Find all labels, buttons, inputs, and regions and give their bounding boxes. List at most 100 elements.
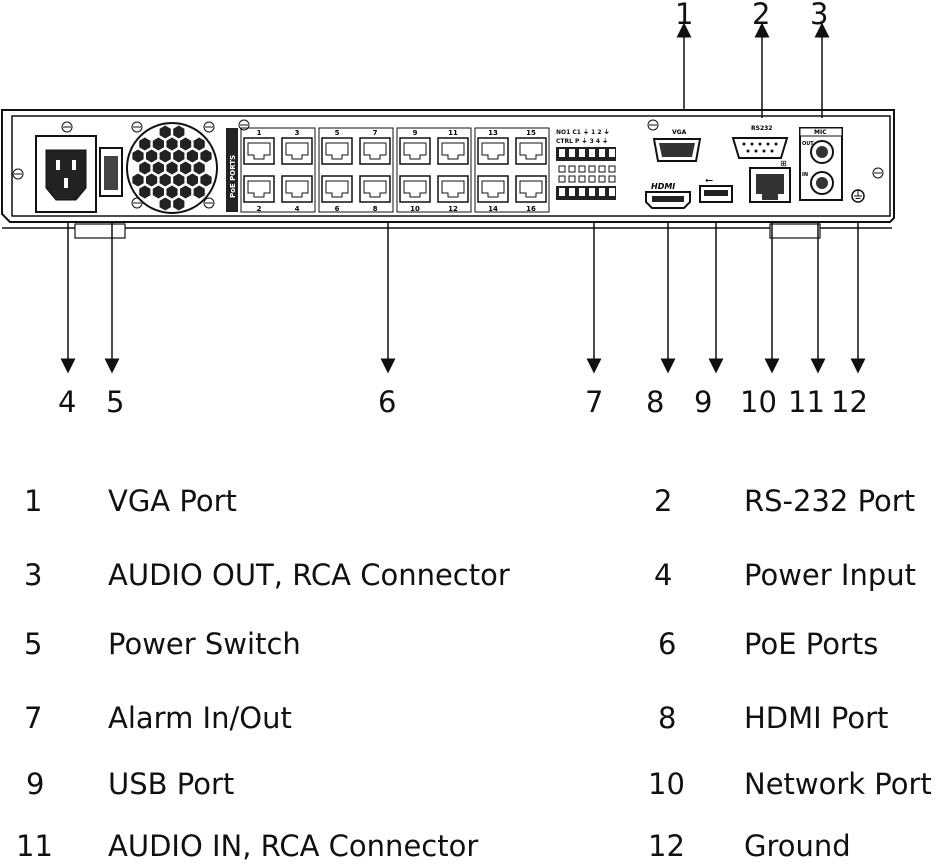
legend-text: Alarm In/Out (108, 701, 292, 735)
poe-port[interactable] (399, 137, 431, 165)
fan-hex-cell (146, 173, 158, 187)
poe-port-number: 13 (488, 129, 498, 137)
poe-port[interactable] (281, 175, 313, 203)
screw-icon (203, 121, 215, 133)
alarm-terminal-pin (609, 188, 615, 196)
alarm-terminal-screw (578, 175, 586, 183)
fan-hex-cell (146, 149, 158, 163)
fan-hex-cell (180, 185, 192, 199)
callout-2: 2 (752, 0, 771, 31)
fan-hex-cell (152, 161, 164, 175)
poe-port[interactable] (359, 175, 391, 203)
poe-ports-title: PoE PORTS (229, 155, 237, 198)
fan-hex-cell (166, 161, 178, 175)
poe-port-number: 16 (526, 205, 536, 213)
alarm-terminal-pin (569, 188, 575, 196)
mic-label: MIC (814, 129, 827, 136)
poe-port[interactable] (321, 137, 353, 165)
callout-5: 5 (106, 385, 125, 419)
callout-12: 12 (831, 385, 868, 419)
poe-port[interactable] (477, 175, 509, 203)
poe-port[interactable] (399, 175, 431, 203)
alarm-terminal-pin (589, 188, 595, 196)
screw-icon (238, 119, 250, 131)
fan-hex-cell (159, 125, 171, 139)
legend-text: USB Port (108, 767, 235, 801)
rs232-label: RS232 (751, 125, 772, 132)
alarm-terminal-screw (558, 175, 566, 183)
poe-port-number: 3 (295, 129, 300, 137)
screw-icon (12, 168, 24, 180)
fan-hex-cell (132, 149, 144, 163)
poe-port-number: 11 (448, 129, 458, 137)
poe-port[interactable] (359, 137, 391, 165)
legend-num: 10 (648, 767, 685, 801)
poe-port-number: 1 (257, 129, 262, 137)
poe-port[interactable] (281, 137, 313, 165)
fan-hex-cell (173, 149, 185, 163)
legend-text: AUDIO IN, RCA Connector (108, 829, 479, 863)
legend-num: 6 (658, 627, 677, 661)
legend-num: 1 (24, 484, 43, 518)
alarm-io-block[interactable]: NO1 C1 ⏚ 1 2 ⏚ CTRL P ⏚ 3 4 ⏚ (556, 129, 616, 200)
screw-icon (872, 167, 884, 179)
power-switch[interactable] (99, 147, 123, 197)
alarm-terminal-pin (599, 188, 605, 196)
fan-hex-cell (139, 161, 151, 175)
legend-num: 9 (26, 767, 45, 801)
callout-10: 10 (740, 385, 777, 419)
fan-hex-cell (186, 173, 198, 187)
fan-hex-cell (173, 125, 185, 139)
rs232-port[interactable]: RS232 (731, 125, 789, 159)
fan-hex-cell (152, 185, 164, 199)
callout-4: 4 (58, 385, 77, 419)
alarm-terminal-pin (579, 149, 585, 157)
poe-port-number: 7 (373, 129, 378, 137)
poe-port[interactable] (437, 137, 469, 165)
poe-port[interactable] (243, 175, 275, 203)
poe-port-number: 15 (526, 129, 536, 137)
poe-port-number: 4 (295, 205, 300, 213)
alarm-terminal-pin (569, 149, 575, 157)
hdmi-port[interactable]: HDMI (645, 182, 691, 209)
power-input-socket[interactable] (35, 135, 97, 213)
legend-num: 7 (24, 701, 43, 735)
poe-port[interactable] (515, 175, 547, 203)
legend-num: 8 (658, 701, 677, 735)
poe-port[interactable] (243, 137, 275, 165)
fan-hex-cell (159, 173, 171, 187)
poe-port-number: 10 (410, 205, 420, 213)
audio-out-rca-connector[interactable] (810, 140, 834, 164)
audio-in-rca-connector[interactable] (810, 171, 834, 195)
alarm-label-row1: NO1 C1 ⏚ 1 2 ⏚ (556, 129, 610, 136)
fan-hex-cell (200, 149, 212, 163)
fan-hex-cell (152, 137, 164, 151)
legend-text: PoE Ports (744, 627, 879, 661)
poe-port[interactable] (437, 175, 469, 203)
poe-port[interactable] (477, 137, 509, 165)
screw-icon (203, 197, 215, 209)
alarm-terminal-pin (559, 188, 565, 196)
alarm-terminal-pin (609, 149, 615, 157)
fan-hex-cell (180, 161, 192, 175)
callout-3: 3 (810, 0, 829, 31)
usb-port[interactable]: ⭠ (699, 175, 733, 203)
alarm-terminal-screw (578, 165, 586, 173)
legend-text: RS-232 Port (744, 484, 916, 518)
alarm-terminal-screw (558, 165, 566, 173)
fan-hex-cell (139, 137, 151, 151)
poe-port-group-frame (318, 127, 394, 213)
network-port[interactable]: ⊞ (749, 159, 791, 203)
poe-port[interactable] (321, 175, 353, 203)
legend-text: Power Switch (108, 627, 301, 661)
fan-hex-cell (193, 137, 205, 151)
network-icon: ⊞ (780, 159, 787, 168)
vga-port[interactable]: VGA (652, 129, 702, 162)
alarm-terminal-screw (588, 175, 596, 183)
poe-port-group-frame (474, 127, 550, 213)
ground-terminal-icon[interactable] (851, 189, 865, 203)
poe-port[interactable] (515, 137, 547, 165)
audio-block: MIC OUT IN (799, 127, 843, 201)
